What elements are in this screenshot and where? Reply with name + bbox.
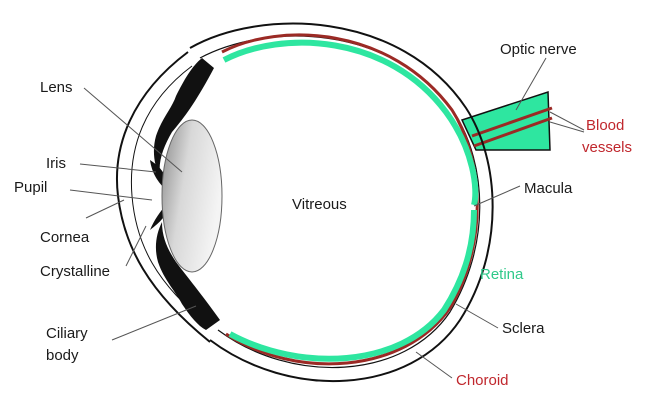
lens — [162, 120, 222, 272]
pupil-leader — [70, 190, 152, 200]
retina-lower — [230, 210, 474, 359]
label-sclera: Sclera — [502, 320, 545, 337]
label-macula: Macula — [524, 180, 573, 197]
label-optic-nerve: Optic nerve — [500, 41, 577, 58]
crystalline-leader — [126, 226, 146, 266]
ciliary-leader — [112, 306, 196, 340]
label-blood-line2: vessels — [582, 139, 632, 156]
label-blood-line1: Blood — [586, 117, 624, 134]
retina-upper — [224, 43, 475, 205]
label-vitreous: Vitreous — [292, 196, 347, 213]
label-crystalline: Crystalline — [40, 263, 110, 280]
label-iris: Iris — [46, 155, 66, 172]
label-lens: Lens — [40, 79, 73, 96]
label-ciliary-line1: Ciliary — [46, 325, 88, 342]
label-ciliary-line2: body — [46, 347, 79, 364]
cornea-leader — [86, 200, 124, 218]
optic-nerve — [462, 92, 550, 150]
label-choroid: Choroid — [456, 372, 509, 389]
label-retina: Retina — [480, 266, 524, 283]
label-pupil: Pupil — [14, 179, 47, 196]
macula-leader — [474, 186, 520, 206]
label-cornea: Cornea — [40, 229, 90, 246]
choroid-leader — [416, 352, 452, 378]
